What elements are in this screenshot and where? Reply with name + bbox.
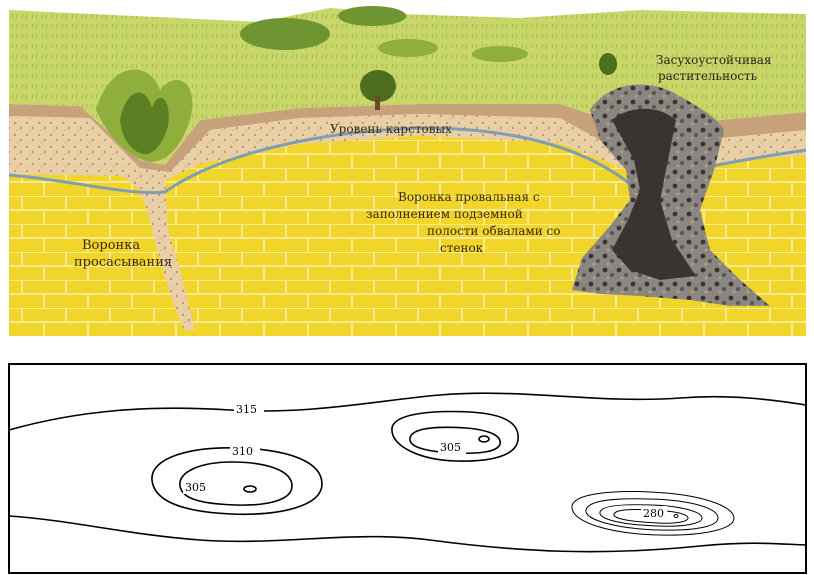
contour-value-label: 305 bbox=[440, 441, 461, 454]
bush bbox=[472, 46, 528, 62]
bush bbox=[338, 6, 406, 26]
contour-value-label: 280 bbox=[643, 507, 664, 520]
shrub bbox=[599, 53, 617, 75]
contour-value-label: 310 bbox=[232, 445, 253, 458]
tree-trunk bbox=[375, 96, 380, 110]
label-line: Воронка bbox=[82, 238, 140, 253]
contour-map-frame bbox=[9, 364, 806, 573]
contour-map-panel bbox=[9, 364, 806, 573]
label-line: стенок bbox=[440, 241, 484, 255]
label-line: растительность bbox=[658, 69, 758, 83]
bush bbox=[240, 18, 330, 50]
label-line: Засухоустойчивая bbox=[656, 53, 771, 67]
label-line: просасывания bbox=[74, 255, 172, 270]
label-line: полости обвалами со bbox=[427, 224, 560, 238]
cross-section-panel: Воронка просасывания Воронка провальная … bbox=[9, 6, 806, 336]
contour-value-label: 315 bbox=[236, 403, 257, 416]
label-line: Воронка провальная с bbox=[398, 190, 540, 204]
bush bbox=[378, 39, 438, 57]
label-line: заполнением подземной bbox=[366, 207, 523, 221]
water-table-label: Уровень карстовых bbox=[330, 122, 452, 136]
contour-value-label: 305 bbox=[185, 481, 206, 494]
